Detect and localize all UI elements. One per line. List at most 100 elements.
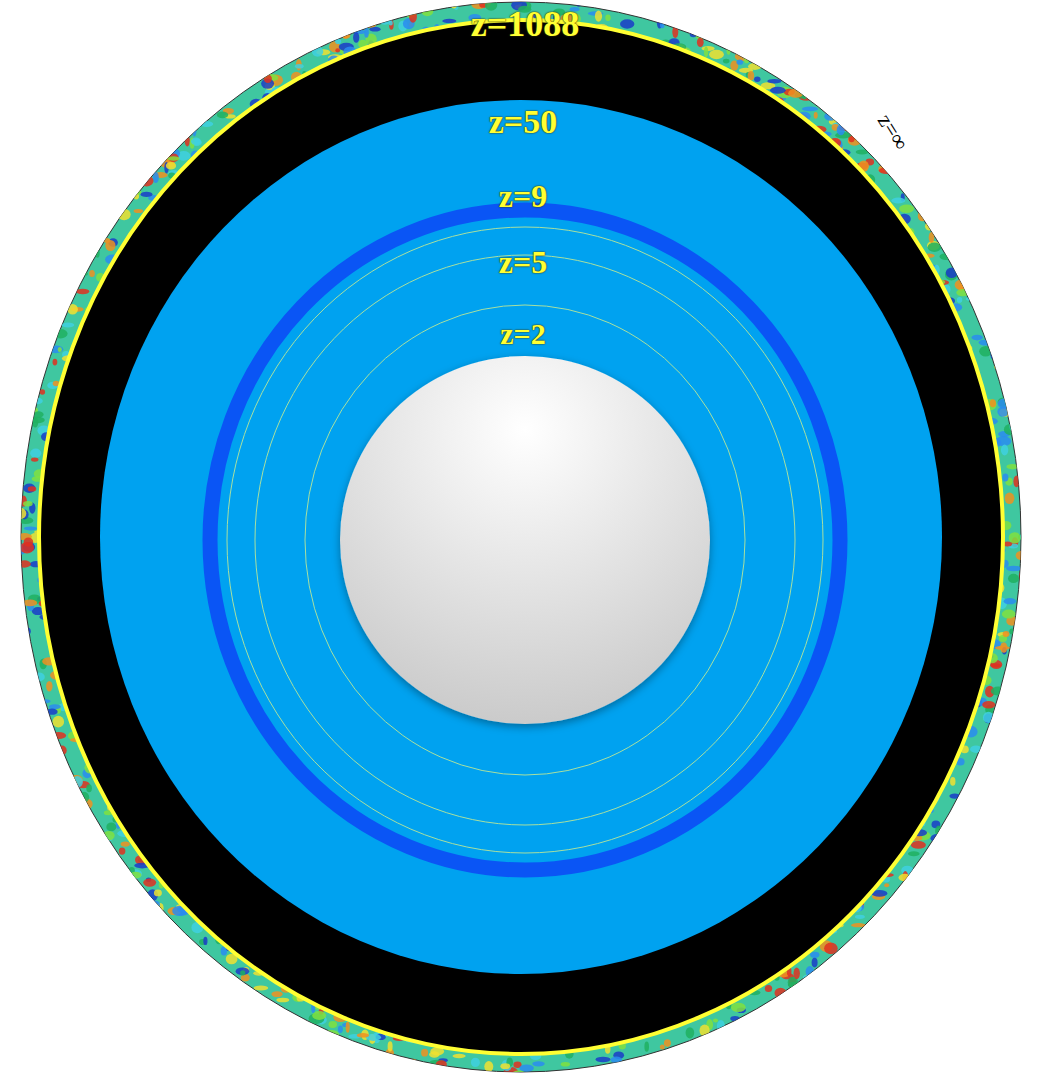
cmb-spot bbox=[709, 50, 724, 59]
cmb-spot bbox=[1009, 629, 1014, 635]
cmb-spot bbox=[731, 1003, 746, 1012]
cmb-spot bbox=[686, 1027, 695, 1038]
cmb-spot bbox=[31, 457, 38, 461]
cmb-spot bbox=[1006, 464, 1018, 469]
cmb-spot bbox=[254, 986, 269, 991]
cmb-spot bbox=[264, 75, 272, 83]
cmb-spot bbox=[67, 304, 78, 314]
cmb-spot bbox=[990, 399, 996, 407]
cmb-spot bbox=[979, 339, 994, 345]
cmb-spot bbox=[794, 967, 800, 979]
cmb-spot bbox=[957, 297, 962, 303]
cmb-spot bbox=[421, 7, 433, 16]
cmb-spot bbox=[983, 712, 994, 723]
cmb-spot bbox=[329, 1021, 338, 1028]
cmb-spot bbox=[484, 1061, 493, 1072]
cmb-spot bbox=[1013, 475, 1019, 487]
cmb-spot bbox=[79, 792, 89, 803]
cmb-spot bbox=[53, 359, 58, 366]
cmb-spot bbox=[803, 974, 816, 980]
cmb-spot bbox=[53, 329, 67, 338]
cmb-spot bbox=[57, 746, 66, 756]
cmb-spot bbox=[30, 449, 41, 458]
cmb-spot bbox=[48, 345, 63, 353]
cmb-spot bbox=[154, 890, 162, 897]
cmb-spot bbox=[697, 38, 704, 48]
cmb-spot bbox=[118, 209, 131, 221]
cmb-spot bbox=[748, 63, 762, 70]
cmb-spot bbox=[23, 501, 33, 506]
cmb-spot bbox=[23, 484, 35, 493]
cmb-spot bbox=[940, 253, 953, 260]
cmb-spot bbox=[192, 125, 196, 136]
cmb-spot bbox=[735, 52, 750, 61]
cmb-spot bbox=[364, 28, 369, 38]
cmb-spot bbox=[24, 538, 34, 547]
cmb-spot bbox=[982, 701, 995, 709]
cmb-spot bbox=[33, 411, 43, 417]
cmb-spot bbox=[453, 1054, 466, 1058]
cmb-spot bbox=[931, 834, 944, 843]
cmb-spot bbox=[970, 746, 982, 753]
cmb-spot bbox=[899, 874, 911, 882]
redshift-circle bbox=[255, 255, 795, 825]
cmb-spot bbox=[24, 628, 31, 636]
cmb-spot bbox=[561, 1062, 570, 1067]
cmb-spot bbox=[51, 732, 66, 739]
cmb-spot bbox=[966, 297, 977, 301]
cmb-spot bbox=[410, 1059, 416, 1065]
cmb-texture bbox=[14, 0, 1029, 1074]
cmb-spot bbox=[33, 672, 45, 681]
cmb-spot bbox=[1003, 631, 1010, 637]
cmb-spot bbox=[191, 138, 201, 145]
cmb-spot bbox=[335, 48, 340, 52]
cmb-spot bbox=[713, 1018, 718, 1022]
cmb-spot bbox=[392, 1055, 396, 1060]
cmb-spot bbox=[95, 248, 99, 258]
cmb-spot bbox=[166, 162, 176, 170]
cmb-spot bbox=[295, 64, 304, 69]
cmb-spot bbox=[76, 289, 89, 294]
cmb-spot bbox=[891, 198, 905, 204]
cmb-spot bbox=[276, 998, 289, 1003]
cmb-spot bbox=[775, 988, 787, 999]
cmb-spot bbox=[519, 1065, 534, 1072]
cmb-spot bbox=[312, 1011, 326, 1020]
cmb-spot bbox=[389, 20, 393, 25]
cmb-spot bbox=[754, 77, 760, 82]
cmb-spot bbox=[58, 347, 62, 352]
cmb-spot bbox=[89, 270, 95, 277]
cmb-spot bbox=[765, 985, 772, 992]
cmb-spot bbox=[949, 794, 960, 799]
cmb-spot bbox=[185, 135, 190, 146]
cmb-spot bbox=[946, 268, 958, 279]
cmb-spot bbox=[810, 952, 819, 958]
cmb-spot bbox=[928, 243, 942, 252]
cmb-spot bbox=[918, 211, 928, 222]
cmb-spot bbox=[925, 222, 934, 231]
cmb-spot bbox=[994, 365, 999, 370]
cmb-spot bbox=[106, 823, 116, 832]
cmb-spot bbox=[814, 112, 818, 119]
redshift-label: z=2 bbox=[500, 317, 545, 351]
cmb-spot bbox=[884, 883, 889, 887]
cmb-spot bbox=[723, 59, 730, 64]
cmb-spot bbox=[471, 1058, 480, 1067]
cmb-spot bbox=[788, 89, 803, 98]
cmb-spot bbox=[389, 20, 394, 29]
cmb-spot bbox=[788, 982, 802, 988]
cmb-spot bbox=[378, 15, 392, 24]
cmb-spot bbox=[837, 125, 845, 136]
cmb-spot bbox=[37, 699, 51, 703]
cmb-spot bbox=[353, 32, 359, 43]
cmb-spot bbox=[911, 841, 926, 849]
cmb-spot bbox=[596, 1057, 611, 1062]
cmb-spot bbox=[1010, 422, 1015, 431]
cmb-spot bbox=[338, 1026, 343, 1033]
cmb-spot bbox=[421, 1049, 428, 1057]
cmb-spot bbox=[49, 704, 61, 709]
cmb-spot bbox=[812, 958, 818, 968]
redshift-label: z=5 bbox=[499, 244, 547, 281]
cmb-spot bbox=[899, 205, 914, 213]
cmb-spot bbox=[197, 124, 201, 128]
